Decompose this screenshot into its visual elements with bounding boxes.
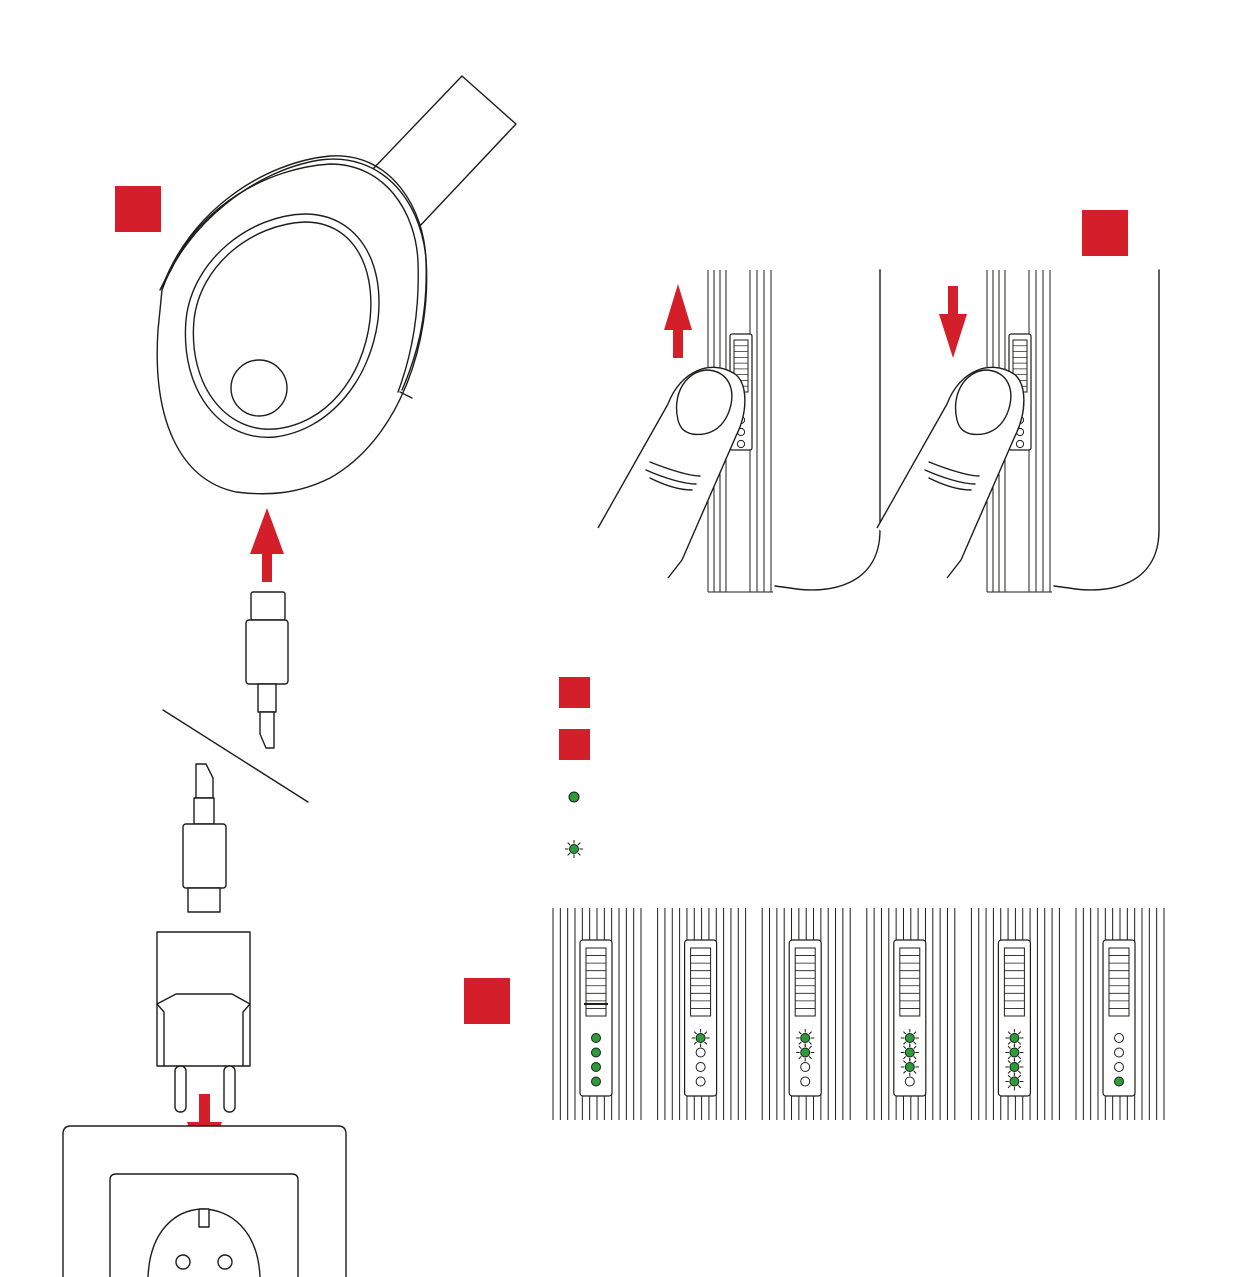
callout-square-headphone	[115, 186, 161, 232]
wall-socket	[63, 1126, 346, 1277]
legend	[559, 677, 590, 858]
callout-square-led	[464, 978, 510, 1024]
usb-plug-bottom	[183, 764, 226, 912]
arrow-up-icon	[664, 284, 692, 358]
earcup-shell	[157, 159, 426, 494]
led-panel-5	[971, 908, 1059, 1120]
led-panel-6	[1076, 908, 1164, 1120]
led-panel-1	[553, 908, 641, 1120]
led-6-2	[1115, 1048, 1124, 1057]
led-4-4	[905, 1077, 914, 1086]
led-panel-3	[762, 908, 850, 1120]
led-1-4	[592, 1077, 601, 1086]
led-2-2	[696, 1048, 705, 1057]
led-flash-glyph	[565, 840, 583, 858]
led-6-1	[1115, 1034, 1124, 1043]
led-panel-4	[867, 908, 955, 1120]
switch-panel-down	[877, 270, 1159, 592]
led-6-3	[1115, 1063, 1124, 1072]
led-3-2-flash	[796, 1044, 814, 1062]
led-3-3	[801, 1063, 810, 1072]
switch-panels	[598, 270, 1159, 592]
arrow-down-icon	[939, 286, 967, 358]
led-flashing-icon	[565, 840, 583, 858]
led-6-4	[1115, 1077, 1124, 1086]
led-steady-icon	[569, 792, 579, 802]
callout-square-switch	[1082, 210, 1128, 256]
headphone-earcup	[157, 76, 516, 494]
usb-c-plug-top	[246, 592, 288, 748]
switch-panel-up	[598, 270, 880, 592]
led-1-1	[592, 1034, 601, 1043]
led-2-4	[696, 1077, 705, 1086]
led-status-panels	[553, 908, 1164, 1120]
cable-break-line	[163, 710, 308, 802]
finger-down	[877, 367, 1024, 578]
arrow-up-icon	[250, 508, 284, 582]
led-2-3	[696, 1063, 705, 1072]
led-1-3	[592, 1063, 601, 1072]
led-3-4	[801, 1077, 810, 1086]
finger-up	[598, 367, 745, 578]
led-5-4-flash	[1005, 1073, 1023, 1091]
led-panel-2	[658, 908, 746, 1120]
led-4-3-flash	[901, 1058, 919, 1076]
led-1-2	[592, 1048, 601, 1057]
legend-red-square-1	[559, 677, 590, 708]
power-adapter	[157, 932, 250, 1112]
legend-red-square-2	[559, 729, 590, 760]
led-2-1-flash	[692, 1029, 710, 1047]
